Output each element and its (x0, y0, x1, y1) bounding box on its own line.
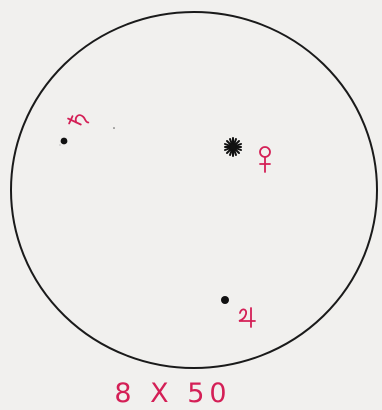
magnification-caption: 8 X 50 (114, 378, 231, 409)
venus-star (225, 138, 241, 156)
paper-speck (60, 145, 61, 146)
jupiter-dot (221, 296, 229, 304)
paper-speck (113, 127, 115, 129)
saturn-dot (61, 138, 68, 145)
